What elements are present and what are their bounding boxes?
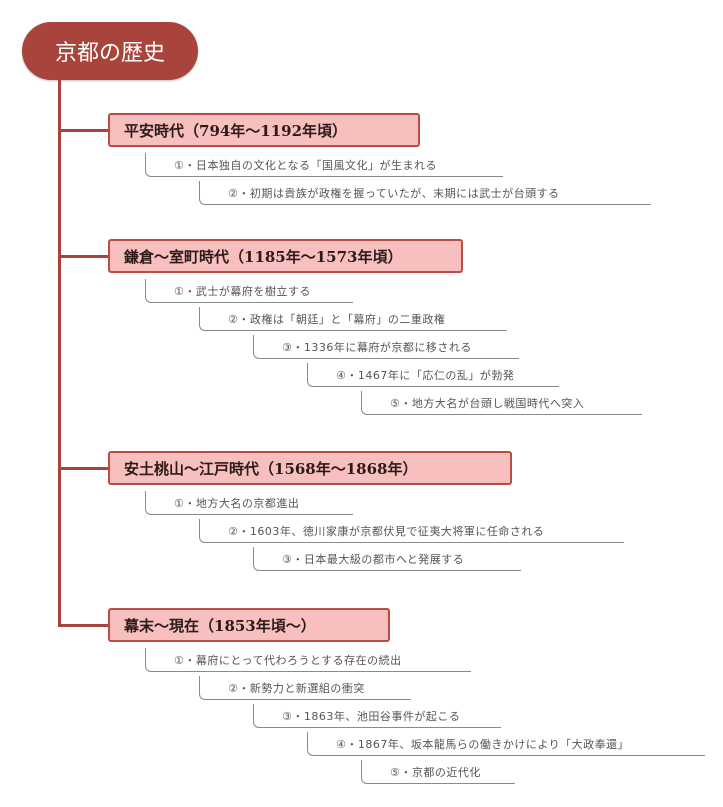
era-bakumatsu-item-5[interactable]: ⑤・京都の近代化 bbox=[361, 760, 515, 784]
item-label: ①・地方大名の京都進出 bbox=[174, 497, 300, 510]
era-connector bbox=[58, 129, 108, 132]
era-bakumatsu-item-2[interactable]: ②・新勢力と新選組の衝突 bbox=[199, 676, 411, 700]
item-label: ①・日本独自の文化となる「国風文化」が生まれる bbox=[174, 159, 438, 172]
era-bakumatsu-present[interactable]: 幕末〜現在（1853年頃〜） bbox=[108, 608, 390, 642]
era-kamakura-muromachi[interactable]: 鎌倉〜室町時代（1185年〜1573年頃） bbox=[108, 239, 463, 273]
era-kamakura-item-1[interactable]: ①・武士が幕府を樹立する bbox=[145, 279, 353, 303]
item-label: ③・日本最大級の都市へと発展する bbox=[282, 553, 465, 566]
item-label: ③・1336年に幕府が京都に移される bbox=[282, 341, 472, 354]
era-azuchi-item-3[interactable]: ③・日本最大級の都市へと発展する bbox=[253, 547, 521, 571]
item-label: ②・初期は貴族が政権を握っていたが、末期には武士が台頭する bbox=[228, 187, 560, 200]
item-label: ①・幕府にとって代わろうとする存在の続出 bbox=[174, 654, 402, 667]
item-label: ②・新勢力と新選組の衝突 bbox=[228, 682, 365, 695]
era-kamakura-item-3[interactable]: ③・1336年に幕府が京都に移される bbox=[253, 335, 519, 359]
era-kamakura-item-5[interactable]: ⑤・地方大名が台頭し戦国時代へ突入 bbox=[361, 391, 642, 415]
item-label: ⑤・地方大名が台頭し戦国時代へ突入 bbox=[390, 397, 585, 410]
era-azuchi-edo[interactable]: 安土桃山〜江戸時代（1568年〜1868年） bbox=[108, 451, 512, 485]
era-kamakura-item-4[interactable]: ④・1467年に「応仁の乱」が勃発 bbox=[307, 363, 559, 387]
era-connector bbox=[58, 624, 108, 627]
item-label: ②・政権は「朝廷」と「幕府」の二重政権 bbox=[228, 313, 446, 326]
era-azuchi-item-2[interactable]: ②・1603年、徳川家康が京都伏見で征夷大将軍に任命される bbox=[199, 519, 624, 543]
item-label: ②・1603年、徳川家康が京都伏見で征夷大将軍に任命される bbox=[228, 525, 545, 538]
era-heian[interactable]: 平安時代（794年〜1192年頃） bbox=[108, 113, 420, 147]
item-label: ④・1867年、坂本龍馬らの働きかけにより「大政奉還」 bbox=[336, 738, 630, 751]
era-bakumatsu-item-1[interactable]: ①・幕府にとって代わろうとする存在の続出 bbox=[145, 648, 471, 672]
era-azuchi-item-1[interactable]: ①・地方大名の京都進出 bbox=[145, 491, 353, 515]
era-bakumatsu-item-4[interactable]: ④・1867年、坂本龍馬らの働きかけにより「大政奉還」 bbox=[307, 732, 705, 756]
era-kamakura-item-2[interactable]: ②・政権は「朝廷」と「幕府」の二重政権 bbox=[199, 307, 507, 331]
era-heian-item-2[interactable]: ②・初期は貴族が政権を握っていたが、末期には武士が台頭する bbox=[199, 181, 651, 205]
era-bakumatsu-item-3[interactable]: ③・1863年、池田谷事件が起こる bbox=[253, 704, 501, 728]
era-heian-item-1[interactable]: ①・日本独自の文化となる「国風文化」が生まれる bbox=[145, 153, 503, 177]
era-connector bbox=[58, 255, 108, 258]
era-connector bbox=[58, 467, 108, 470]
trunk-line bbox=[58, 80, 61, 627]
item-label: ③・1863年、池田谷事件が起こる bbox=[282, 710, 461, 723]
root-topic[interactable]: 京都の歴史 bbox=[22, 22, 198, 80]
item-label: ⑤・京都の近代化 bbox=[390, 766, 481, 779]
item-label: ①・武士が幕府を樹立する bbox=[174, 285, 311, 298]
item-label: ④・1467年に「応仁の乱」が勃発 bbox=[336, 369, 515, 382]
